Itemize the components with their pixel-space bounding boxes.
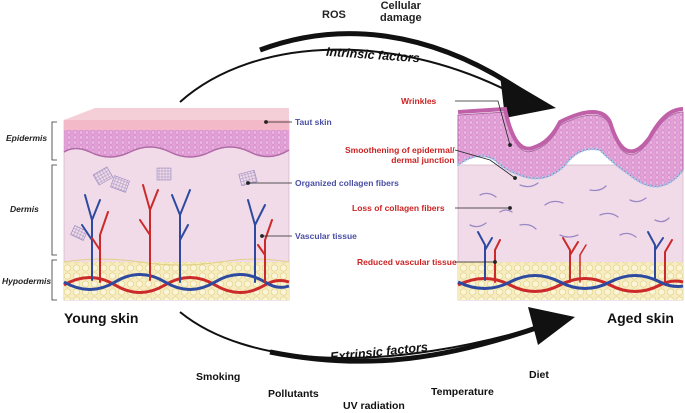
cellular-damage-line2: damage <box>380 12 422 24</box>
factor-uv-radiation: UV radiation <box>343 400 405 412</box>
cellular-damage-label: Cellular damage <box>380 0 422 24</box>
label-taut-skin: Taut skin <box>295 117 332 127</box>
label-smoothening-line2: dermal junction <box>391 155 455 165</box>
label-vascular-tissue: Vascular tissue <box>295 231 357 241</box>
intrinsic-arrow <box>179 31 556 118</box>
factor-smoking: Smoking <box>196 371 241 383</box>
label-wrinkles: Wrinkles <box>401 96 437 106</box>
label-smoothening: Smoothening of epidermal/ dermal junctio… <box>345 145 455 165</box>
young-skin-block <box>63 108 292 301</box>
layer-dermis: Dermis <box>10 204 39 214</box>
aged-skin-block <box>454 100 684 301</box>
layer-brackets <box>51 121 57 301</box>
collagen-bundles <box>70 166 258 241</box>
label-reduced-vascular: Reduced vascular tissue <box>357 257 457 267</box>
layer-hypodermis: Hypodermis <box>2 276 52 286</box>
label-loss-collagen: Loss of collagen fibers <box>352 203 445 213</box>
ros-label: ROS <box>322 9 346 21</box>
cellular-damage-line1: Cellular <box>380 0 421 12</box>
factor-diet: Diet <box>529 369 549 381</box>
young-skin-title: Young skin <box>64 310 139 326</box>
label-organized-collagen: Organized collagen fibers <box>295 178 399 188</box>
layer-epidermis: Epidermis <box>6 133 48 143</box>
aged-skin-title: Aged skin <box>607 310 674 326</box>
collagen-fragments <box>469 182 670 238</box>
label-smoothening-line1: Smoothening of epidermal/ <box>345 145 455 155</box>
factor-pollutants: Pollutants <box>268 388 319 400</box>
extrinsic-arrow <box>179 307 575 364</box>
factor-temperature: Temperature <box>431 386 494 398</box>
